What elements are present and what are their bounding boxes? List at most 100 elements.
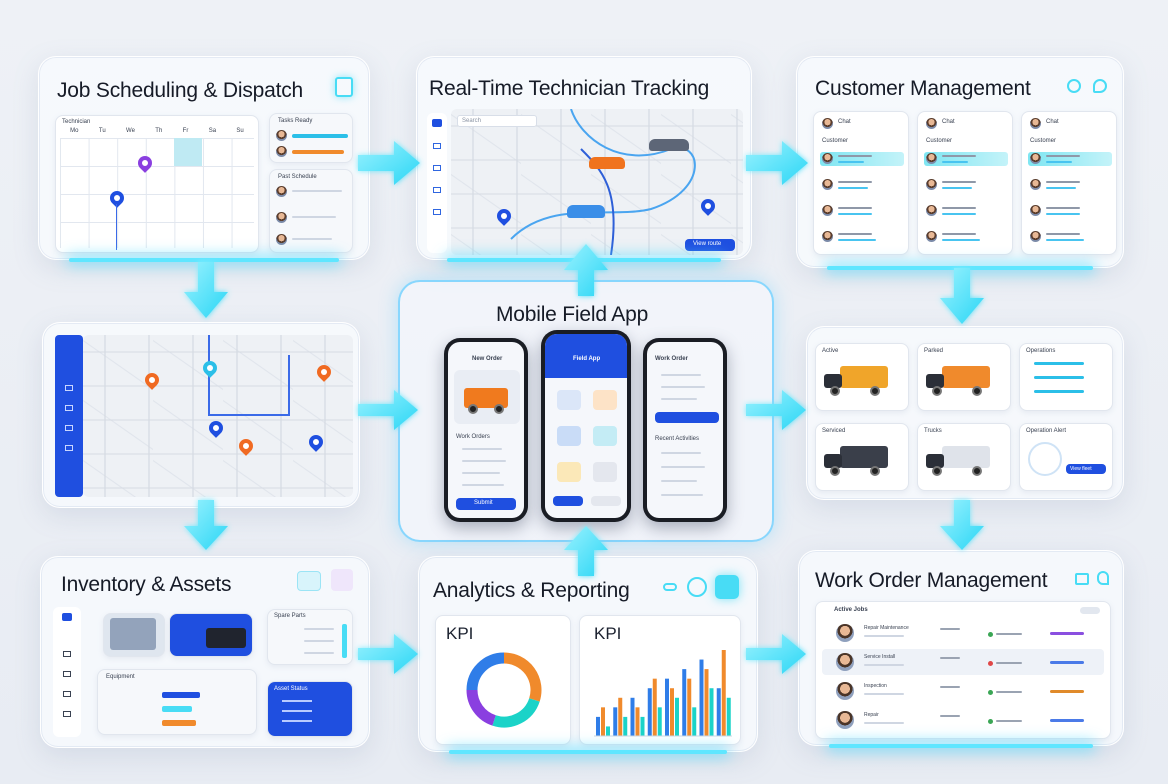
app-tile-icon[interactable] [593,390,617,410]
app-tile-icon[interactable] [593,426,617,446]
phone-right-screen[interactable]: Work Order Recent Activities [647,342,723,518]
kpi-bar[interactable] [606,726,610,736]
customer-list-column[interactable]: Chat Customer [813,111,909,255]
work-order-row[interactable]: Inspection [822,678,1104,704]
customer-row[interactable] [924,152,1008,166]
customer-row[interactable] [924,230,1008,244]
customer-row[interactable] [820,152,904,166]
asset-status-card[interactable]: Asset Status [267,681,353,737]
nav-icon[interactable] [65,445,73,451]
nav-icon[interactable] [65,405,73,411]
kpi-bar[interactable] [721,650,726,736]
nav-icon[interactable] [433,165,441,171]
work-order-tool-icon[interactable] [1097,571,1109,585]
kpi-bar[interactable] [687,678,692,736]
app-tile-icon[interactable] [557,390,581,410]
equipment-card[interactable]: Equipment [97,669,257,735]
app-tile-icon[interactable] [557,462,581,482]
tracking-map[interactable]: Search View route [451,109,743,255]
app-tile-icon[interactable] [557,426,581,446]
kpi-bar[interactable] [704,669,709,736]
app-tile-icon[interactable] [593,462,617,482]
kpi-bar[interactable] [640,716,645,736]
nav-icon[interactable] [63,671,71,677]
nav-icon[interactable] [65,425,73,431]
customer-row[interactable] [1028,152,1112,166]
work-order-row[interactable]: Repair [822,707,1104,733]
technician-car-orange[interactable] [589,157,625,169]
donut-slice[interactable] [466,689,497,726]
past-schedule-card[interactable]: Past Schedule [269,169,353,253]
selected-day-cell[interactable] [174,138,202,166]
kpi-bar[interactable] [692,707,697,736]
customer-list-column[interactable]: Chat Customer [917,111,1013,255]
map-search-input[interactable]: Search [457,115,537,127]
kpi-bar[interactable] [647,688,652,736]
inventory-list-icon[interactable] [297,571,321,591]
donut-slice[interactable] [503,652,542,702]
donut-slice[interactable] [466,652,505,691]
fleet-card[interactable]: Trucks [917,423,1011,491]
customer-row[interactable] [1028,204,1112,218]
nav-icon[interactable] [433,209,441,215]
work-order-row[interactable]: Repair Maintenance [822,620,1104,646]
kpi-bar[interactable] [675,697,679,736]
dispatch-map[interactable] [83,335,353,497]
customer-row[interactable] [820,178,904,192]
nav-icon[interactable] [63,711,71,717]
kpi-bar[interactable] [652,678,657,736]
fleet-card[interactable]: Serviced [815,423,909,491]
donut-slice[interactable] [492,697,540,728]
customer-row[interactable] [1028,178,1112,192]
kpi-bar[interactable] [630,697,635,736]
nav-icon[interactable] [433,143,441,149]
view-route-button[interactable]: View route [685,239,735,251]
phone-right-action-button[interactable] [655,412,719,423]
kpi-bar[interactable] [601,707,605,736]
tools-icon[interactable] [331,569,353,591]
calendar-icon[interactable] [335,77,353,97]
fleet-card[interactable]: Operations [1019,343,1113,411]
phone-center-tab-button[interactable] [553,496,583,506]
kpi-bar-card[interactable]: KPI [579,615,741,745]
phone-center-screen[interactable]: Field App [545,334,627,518]
view-fleet-button[interactable]: View fleet [1066,464,1106,474]
analytics-settings-icon[interactable] [715,575,739,599]
customer-list-column[interactable]: Chat Customer [1021,111,1117,255]
work-order-export-icon[interactable] [1075,573,1089,585]
customer-row[interactable] [820,204,904,218]
kpi-bar[interactable] [699,659,704,736]
header-toggle[interactable] [1080,607,1100,614]
phone-left-screen[interactable]: New Order Work Orders Submit [448,342,524,518]
kpi-bar[interactable] [670,688,674,736]
nav-icon[interactable] [63,651,71,657]
kpi-bar[interactable] [709,688,714,736]
technician-car-blue[interactable] [567,205,605,218]
fleet-card[interactable]: Active [815,343,909,411]
customer-row[interactable] [820,230,904,244]
fleet-card[interactable]: Parked [917,343,1011,411]
kpi-bar[interactable] [726,697,731,736]
kpi-bar[interactable] [618,697,623,736]
customer-row[interactable] [924,204,1008,218]
customer-row[interactable] [924,178,1008,192]
nav-icon[interactable] [433,187,441,193]
submit-button[interactable]: Submit [456,498,516,510]
chat-icon[interactable] [1093,79,1107,93]
kpi-bar[interactable] [665,678,669,736]
customer-row[interactable] [1028,230,1112,244]
technician-car-grey[interactable] [649,139,689,151]
kpi-bar[interactable] [682,669,687,736]
nav-icon[interactable] [65,385,73,391]
equipment-image-card[interactable] [103,613,165,657]
analytics-link-icon[interactable] [663,583,677,591]
calendar-grid[interactable] [60,138,254,248]
kpi-donut-card[interactable]: KPI [435,615,571,745]
phone-center-tab-button-secondary[interactable] [591,496,621,506]
user-icon[interactable] [1067,79,1081,93]
kpi-bar[interactable] [613,707,618,736]
kpi-bar[interactable] [596,716,600,736]
analytics-share-icon[interactable] [687,577,707,597]
fleet-card[interactable]: Operation Alert View fleet [1019,423,1113,491]
kpi-bar[interactable] [635,707,640,736]
